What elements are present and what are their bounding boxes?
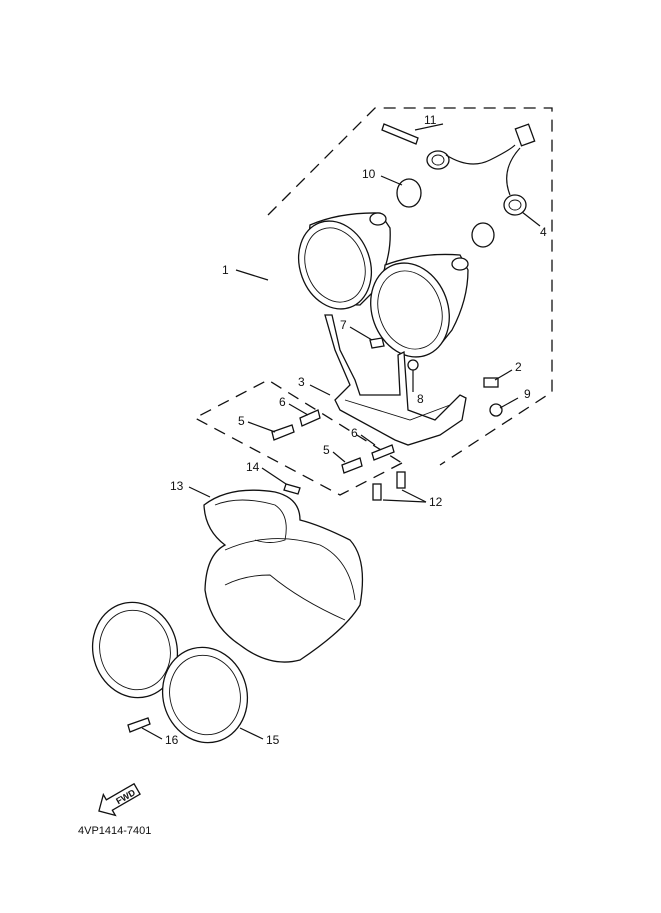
fasteners: [271, 337, 503, 501]
callout-6a: 6: [279, 395, 286, 409]
callout-4: 4: [540, 225, 547, 239]
fwd-arrow-icon: FWD: [98, 782, 141, 817]
callout-2: 2: [515, 360, 522, 374]
callout-5b: 5: [323, 443, 330, 457]
headlight-unit: [298, 212, 469, 358]
headlight-housing: [203, 489, 364, 663]
callout-3: 3: [298, 375, 305, 389]
diagram-code: 4VP1414-7401: [78, 825, 151, 837]
headlight-rim: [91, 601, 249, 744]
callout-14: 14: [246, 460, 260, 474]
callout-1: 1: [222, 263, 229, 277]
callout-9: 9: [524, 387, 531, 401]
callout-16: 16: [165, 733, 179, 747]
headlight-bracket: [324, 314, 467, 446]
callout-12: 12: [429, 495, 443, 509]
assembly-boundary-dashed: [193, 107, 553, 496]
callout-13: 13: [170, 479, 184, 493]
callout-15: 15: [266, 733, 280, 747]
callout-5a: 5: [238, 414, 245, 428]
leader-lines: [141, 123, 541, 740]
callout-7: 7: [340, 318, 347, 332]
callout-11: 11: [424, 113, 437, 127]
bulb-socket-cluster: [381, 123, 536, 248]
callout-10: 10: [362, 167, 376, 181]
callout-8: 8: [417, 392, 424, 406]
callout-6b: 6: [351, 426, 358, 440]
